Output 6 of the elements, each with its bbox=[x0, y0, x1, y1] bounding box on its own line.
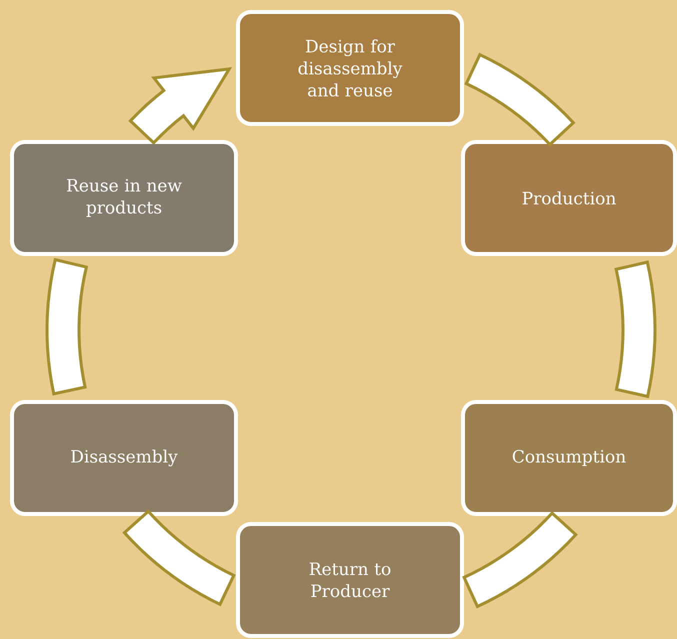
process-box: Production bbox=[461, 140, 677, 256]
process-box: Design for disassembly and reuse bbox=[236, 10, 464, 126]
process-box: Disassembly bbox=[10, 400, 238, 516]
process-box: Return to Producer bbox=[236, 522, 464, 638]
process-box: Reuse in new products bbox=[10, 140, 238, 256]
process-box: Consumption bbox=[461, 400, 677, 516]
